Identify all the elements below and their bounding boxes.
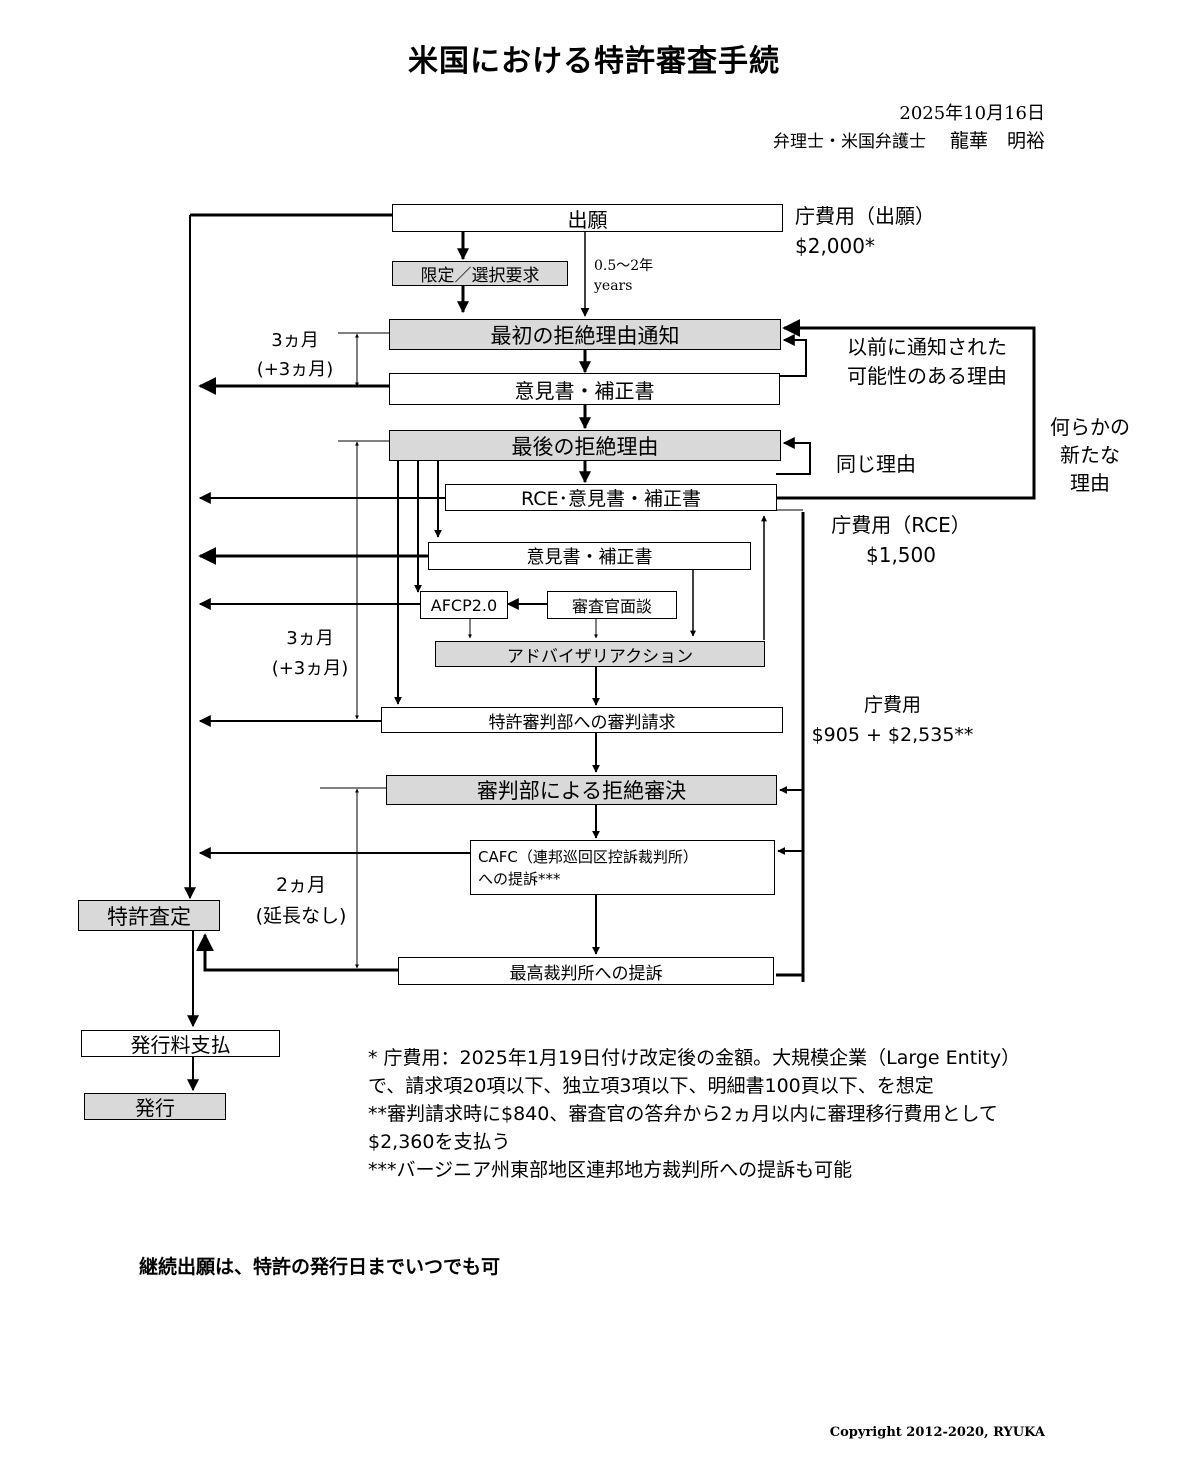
cafc-line-2: への提訴*** (478, 869, 561, 888)
filing-box: 出願 (392, 204, 783, 232)
response-period-b: 3ヵ月 (+3ヵ月) (265, 624, 355, 684)
cafc-line-1: CAFC（連邦巡回区控訴裁判所） (478, 847, 698, 866)
examiner-interview-box: 審査官面談 (547, 591, 677, 619)
restriction-requirement-box: 限定／選択要求 (392, 261, 568, 286)
issue-fee-payment-box: 発行料支払 (81, 1030, 280, 1057)
new-reason-line-2: 新たな (1060, 443, 1120, 467)
continuation-note: 継続出願は、特許の発行日までいつでも可 (139, 1256, 501, 1278)
final-rejection-box: 最後の拒絶理由 (389, 430, 781, 461)
first-rejection-box: 最初の拒絶理由通知 (389, 319, 781, 350)
previous-reason-line-1: 以前に通知された (847, 335, 1007, 359)
appeal-fee-amount: $905 + $2,535** (811, 724, 974, 746)
footnote-line: で、請求項20項以下、独立項3項以下、明細書100頁以下、を想定 (368, 1075, 934, 1097)
rce-fee-title: 庁費用（RCE） (831, 513, 971, 537)
footnotes: * 庁費用：2025年1月19日付け改定後の金額。大規模企業（Large Ent… (368, 1044, 1020, 1184)
appeal-fee-label: 庁費用 $905 + $2,535** (800, 690, 985, 750)
issue-box: 発行 (84, 1093, 226, 1120)
response-period-a-line-1: 3ヵ月 (271, 330, 319, 351)
pendency-label: 0.5～2年 years (594, 256, 653, 296)
footnote-line: $2,360を支払う (368, 1131, 511, 1153)
rce-fee-amount: $1,500 (866, 543, 936, 567)
appeal-fee-title: 庁費用 (863, 694, 921, 716)
cafc-period: 2ヵ月 (延長なし) (242, 870, 360, 932)
supreme-court-box: 最高裁判所への提訴 (398, 957, 774, 985)
new-reason-line-1: 何らかの (1050, 415, 1130, 439)
new-reason-line-3: 理由 (1070, 471, 1110, 495)
new-reason-label: 何らかの 新たな 理由 (1040, 413, 1140, 497)
response-amendment-box-1: 意見書・補正書 (389, 373, 780, 405)
page-title: 米国における特許審査手続 (408, 44, 780, 79)
filing-fee-title: 庁費用（出願） (795, 204, 935, 228)
filing-fee-amount: $2,000* (795, 234, 875, 258)
response-period-b-line-1: 3ヵ月 (286, 628, 334, 649)
author-role: 弁理士・米国弁護士 (772, 132, 926, 152)
allowance-box: 特許査定 (78, 900, 220, 931)
pendency-line-1: 0.5～2年 (594, 258, 654, 274)
response-period-a: 3ヵ月 (+3ヵ月) (250, 326, 340, 384)
board-rejection-decision-box: 審判部による拒絶審決 (386, 775, 777, 805)
filing-fee-label: 庁費用（出願） $2,000* (795, 201, 935, 261)
appeal-request-box: 特許審判部への審判請求 (381, 707, 783, 733)
response-period-b-line-2: (+3ヵ月) (271, 658, 349, 679)
previous-reason-line-2: 可能性のある理由 (847, 364, 1007, 388)
cafc-appeal-box: CAFC（連邦巡回区控訴裁判所） への提訴*** (470, 840, 775, 895)
previous-reason-label: 以前に通知された 可能性のある理由 (826, 333, 1028, 391)
response-amendment-box-2: 意見書・補正書 (428, 542, 751, 570)
response-period-a-line-2: (+3ヵ月) (256, 359, 334, 380)
cafc-period-line-1: 2ヵ月 (275, 874, 327, 896)
same-reason-label: 同じ理由 (836, 452, 916, 476)
afcp-box: AFCP2.0 (420, 591, 508, 619)
footnote-line: **審判請求時に$840、審査官の答弁から2ヵ月以内に審理移行費用として (368, 1103, 998, 1125)
pendency-line-2: years (594, 278, 633, 294)
cafc-period-line-2: (延長なし) (255, 905, 347, 927)
advisory-action-box: アドバイザリアクション (435, 641, 765, 667)
document-date: 2025年10月16日 (899, 103, 1045, 124)
author-line: 弁理士・米国弁護士 龍華 明裕 (773, 126, 1045, 153)
author-name: 龍華 明裕 (949, 130, 1045, 152)
rce-fee-label: 庁費用（RCE） $1,500 (826, 510, 976, 570)
copyright: Copyright 2012-2020, RYUKA (829, 1425, 1045, 1440)
footnote-line: ***バージニア州東部地区連邦地方裁判所への提訴も可能 (368, 1159, 853, 1181)
rce-box: RCE･意見書・補正書 (445, 484, 777, 511)
footnote-line: * 庁費用：2025年1月19日付け改定後の金額。大規模企業（Large Ent… (368, 1047, 1021, 1069)
